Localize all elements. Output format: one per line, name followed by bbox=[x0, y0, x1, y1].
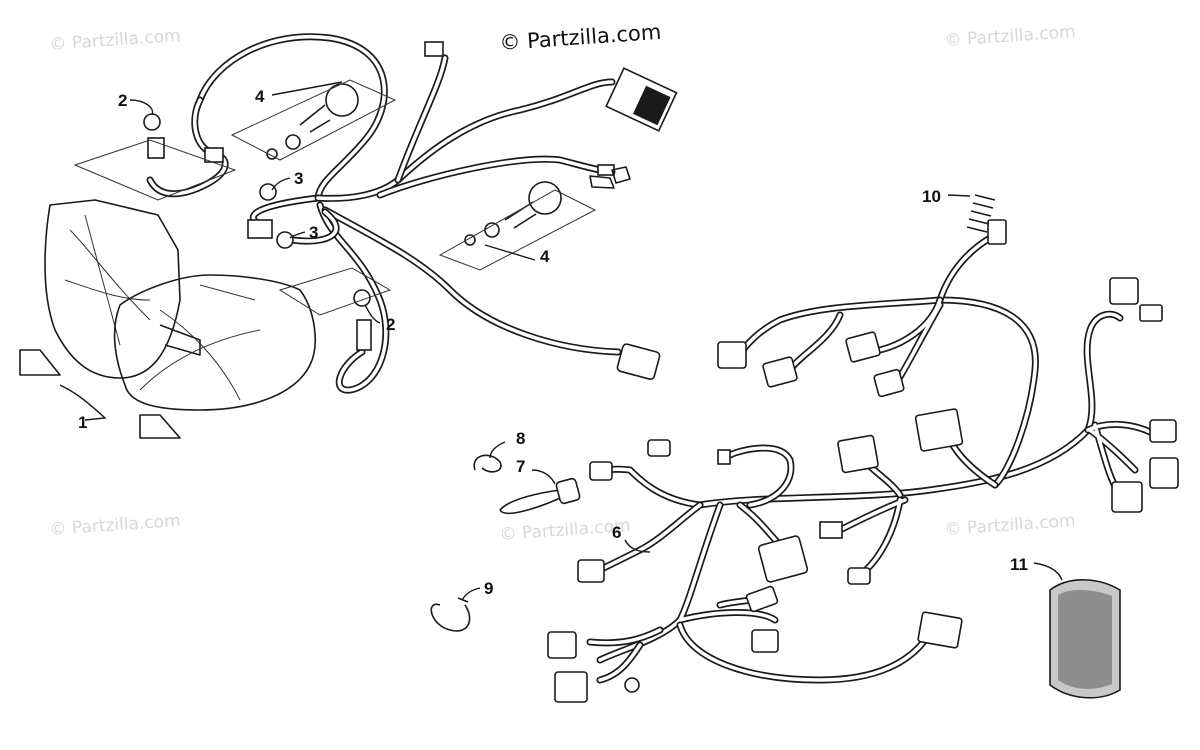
callout-2-upper: 2 bbox=[118, 91, 127, 110]
rear-harness-connector bbox=[616, 343, 661, 381]
callout-10: 10 bbox=[922, 187, 941, 206]
watermark-top-right: © Partzilla.com bbox=[944, 22, 1076, 51]
clip-part-8 bbox=[473, 454, 502, 473]
sleeve-part-11 bbox=[1049, 579, 1121, 699]
clip-part-9 bbox=[430, 597, 471, 632]
callout-9: 9 bbox=[484, 579, 493, 598]
callouts: 1 2 2 3 3 4 4 6 7 8 9 10 11 bbox=[59, 81, 1063, 601]
callout-2-lower: 2 bbox=[386, 315, 395, 334]
callout-11: 11 bbox=[1010, 555, 1028, 574]
callout-3-upper: 3 bbox=[294, 169, 303, 188]
loose-parts bbox=[430, 194, 1121, 699]
headlight-harness bbox=[146, 33, 678, 394]
callout-3-lower: 3 bbox=[309, 223, 318, 242]
grommet-part-7-cord bbox=[499, 489, 561, 511]
small-connector-top bbox=[424, 41, 444, 57]
harness-connectors bbox=[547, 219, 1179, 703]
main-wiring-harness bbox=[547, 219, 1179, 703]
callout-7: 7 bbox=[516, 457, 525, 476]
copyright-text: © Partzilla.com bbox=[499, 20, 662, 55]
grommet-part-7 bbox=[555, 477, 581, 505]
watermark-layer: © Partzilla.com © Partzilla.com © Partzi… bbox=[49, 22, 1076, 545]
main-harness-connector bbox=[605, 67, 678, 132]
callout-8: 8 bbox=[516, 429, 525, 448]
watermark-top-left: © Partzilla.com bbox=[49, 26, 181, 55]
callout-1: 1 bbox=[78, 413, 87, 432]
callout-4-lower: 4 bbox=[540, 247, 550, 266]
headlight-assembly bbox=[19, 199, 316, 439]
tie-part-10 bbox=[966, 194, 996, 233]
watermark-bottom-left: © Partzilla.com bbox=[49, 511, 181, 540]
callout-4-upper: 4 bbox=[255, 87, 265, 106]
bulb-and-socket-parts bbox=[73, 79, 597, 351]
callout-6: 6 bbox=[612, 523, 621, 542]
watermark-bottom-right: © Partzilla.com bbox=[944, 511, 1076, 540]
